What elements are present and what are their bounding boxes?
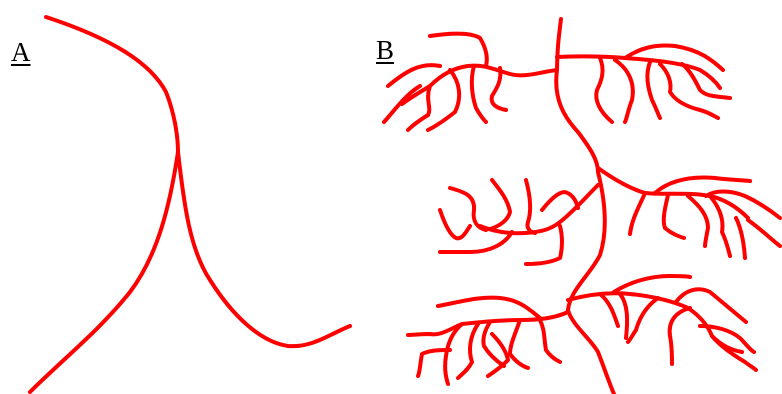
panel-a-right-branch bbox=[178, 152, 350, 346]
tree-branch-stroke bbox=[438, 298, 540, 318]
trunk-upper bbox=[556, 70, 598, 172]
panel-a-left-branch bbox=[30, 152, 178, 392]
tree-branch-stroke bbox=[647, 62, 660, 118]
panel-a-top-arc bbox=[46, 17, 178, 152]
tree-branch-stroke bbox=[664, 195, 684, 238]
tree-branch-stroke bbox=[526, 180, 535, 233]
tree-branch-stroke bbox=[384, 86, 420, 122]
tree-branch-stroke bbox=[428, 70, 459, 130]
tree-branch-stroke bbox=[630, 193, 645, 234]
tree-branch-stroke bbox=[450, 188, 486, 230]
tree-branch-stroke bbox=[628, 298, 658, 342]
tree-branch-stroke bbox=[712, 336, 756, 370]
panel-a-figure bbox=[30, 17, 350, 392]
tree-branch-stroke bbox=[688, 196, 708, 246]
panel-b-tree bbox=[384, 19, 780, 394]
trunk-middle bbox=[568, 172, 605, 310]
trunk-lower bbox=[568, 310, 614, 394]
trunk-top bbox=[557, 19, 561, 70]
tree-branch-stroke bbox=[596, 58, 612, 122]
tree-branch-stroke bbox=[510, 320, 528, 368]
tree-branch-stroke bbox=[458, 324, 478, 378]
tree-branch-stroke bbox=[736, 218, 745, 258]
tree-branch-stroke bbox=[472, 66, 486, 122]
tree-branch-stroke bbox=[492, 68, 506, 110]
tree-branch-stroke bbox=[490, 180, 510, 229]
tree-branch-stroke bbox=[428, 86, 430, 115]
tree-branch-stroke bbox=[440, 210, 470, 238]
tree-branch-stroke bbox=[614, 276, 690, 292]
tree-branch-stroke bbox=[540, 320, 560, 362]
tree-branch-stroke bbox=[615, 60, 633, 122]
tree-branch-stroke bbox=[655, 178, 750, 193]
tree-branch-stroke bbox=[430, 34, 487, 66]
tree-branch-stroke bbox=[670, 308, 690, 364]
tree-branch-stroke bbox=[600, 294, 618, 326]
tree-branch-stroke bbox=[408, 115, 428, 130]
tree-branch-stroke bbox=[748, 220, 780, 246]
tree-branch-stroke bbox=[620, 294, 627, 338]
tree-branch-stroke bbox=[542, 192, 578, 210]
tree-branch-stroke bbox=[710, 196, 730, 256]
